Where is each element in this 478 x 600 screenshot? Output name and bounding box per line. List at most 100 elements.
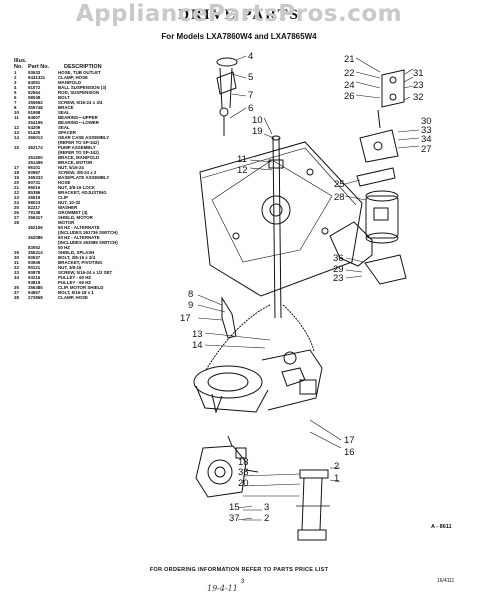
- illus-no: 24: [14, 200, 19, 205]
- parts-row: 35 356385 CLIP, MOTOR SHIELD: [14, 285, 204, 290]
- callout-22: 22: [344, 68, 355, 79]
- part-no: 90537: [28, 255, 41, 260]
- part-description: CLAMP, HOSE: [58, 75, 88, 80]
- part-no: 93819: [28, 280, 41, 285]
- motor: [329, 167, 399, 267]
- callout-1: 1: [334, 473, 339, 484]
- brace: [221, 296, 237, 339]
- callout-27: 27: [421, 144, 432, 155]
- callout-33: 33: [421, 125, 432, 136]
- illus-no: 19: [14, 175, 19, 180]
- part-description: GEAR CASE ASSEMBLY: [58, 135, 110, 140]
- parts-row: 351499 BRACE, MOTOR: [14, 160, 204, 165]
- part-no: 93949: [28, 260, 41, 265]
- illus-no: 17: [14, 165, 19, 170]
- page-subtitle: For Models LXA7860W4 and LXA7865W4: [161, 32, 317, 41]
- callout-18: 18: [238, 457, 249, 468]
- part-no: 82564: [28, 90, 41, 95]
- part-description: BRACE: [58, 105, 74, 110]
- part-description: BASEPLATE ASSEMBLY: [58, 175, 110, 180]
- part-description: SCREW, 5/16-24 x 1/2 SET: [58, 270, 113, 275]
- callout-24: 24: [344, 80, 355, 91]
- part-no: 356385: [28, 285, 43, 290]
- part-no: 96016: [28, 185, 41, 190]
- part-no: 272868: [28, 295, 43, 300]
- callout-7: 7: [248, 90, 253, 101]
- parts-row: (INCLUDES 363086 SWITCH): [14, 240, 204, 245]
- part-description: HOSE: [58, 180, 71, 185]
- callout-23b: 23: [333, 273, 344, 284]
- part-description: CLIP: [58, 195, 69, 200]
- part-description: (INCLUDES 363086 SWITCH): [58, 240, 118, 245]
- illus-no: 25: [14, 205, 19, 210]
- illus-no: 28: [14, 220, 19, 225]
- callout-29: 29: [333, 264, 344, 275]
- illus-no: 29: [14, 250, 19, 255]
- part-no-header: Part No.: [28, 64, 50, 70]
- parts-row: (INCLUDES 361736 SWITCH): [14, 230, 204, 235]
- part-no: 84907: [28, 115, 41, 120]
- part-description: BRACE, MANIFOLD: [58, 155, 100, 160]
- callout-26: 26: [344, 91, 355, 102]
- part-no: 362174: [28, 145, 43, 150]
- part-no: 93216: [28, 275, 41, 280]
- ordering-footer: FOR ORDERING INFORMATION REFER TO PARTS …: [149, 567, 329, 573]
- illus-no: 8: [14, 105, 17, 110]
- illus-no: 27: [14, 215, 19, 220]
- part-description: WASHER: [58, 205, 78, 210]
- part-description: 60 HZ - ALTERNATE: [58, 225, 100, 230]
- illus-no: 21: [14, 185, 19, 190]
- illus-no: 35: [14, 285, 19, 290]
- illus-no: 18: [14, 170, 19, 175]
- gear-case: [193, 349, 323, 414]
- illus-no: 32: [14, 265, 19, 270]
- part-description: BRACE, MOTOR: [58, 160, 93, 165]
- illus-no: 20: [14, 180, 19, 185]
- callout-25: 25: [334, 179, 345, 190]
- callout-34: 34: [421, 134, 432, 145]
- callout-14: 14: [192, 340, 203, 351]
- callout-2: 2: [334, 461, 339, 472]
- part-no: 351499: [28, 160, 43, 165]
- part-no: 362086: [28, 235, 43, 240]
- callout-17: 17: [180, 313, 191, 324]
- callout-4: 4: [248, 51, 253, 62]
- illus-no: 38: [14, 295, 19, 300]
- part-description: SHIELD, MOTOR: [58, 215, 93, 220]
- callout-16: 16: [344, 447, 355, 458]
- part-description: SEAL: [58, 125, 70, 130]
- part-description: BEARING—LOWER: [58, 120, 99, 125]
- illus-no: 23: [14, 195, 19, 200]
- part-description: BOLT, 5/16-18 x 1: [58, 290, 94, 295]
- callout-19: 19: [252, 126, 263, 137]
- part-description: (REFER TO SP-342): [58, 150, 99, 155]
- parts-list-header: Illus. No. Part No. DESCRIPTION: [14, 56, 204, 70]
- part-description: (REFER TO SP-342): [58, 140, 99, 145]
- hose-manifold: [296, 469, 330, 541]
- part-no: 98048: [28, 95, 41, 100]
- parts-row: (REFER TO SP-342): [14, 140, 204, 145]
- part-description: CLIP, MOTOR SHIELD: [58, 285, 104, 290]
- agitator-shaft: [272, 137, 282, 319]
- illus-no: 5: [14, 90, 17, 95]
- part-description: ROD, SUSPENSION: [58, 90, 99, 95]
